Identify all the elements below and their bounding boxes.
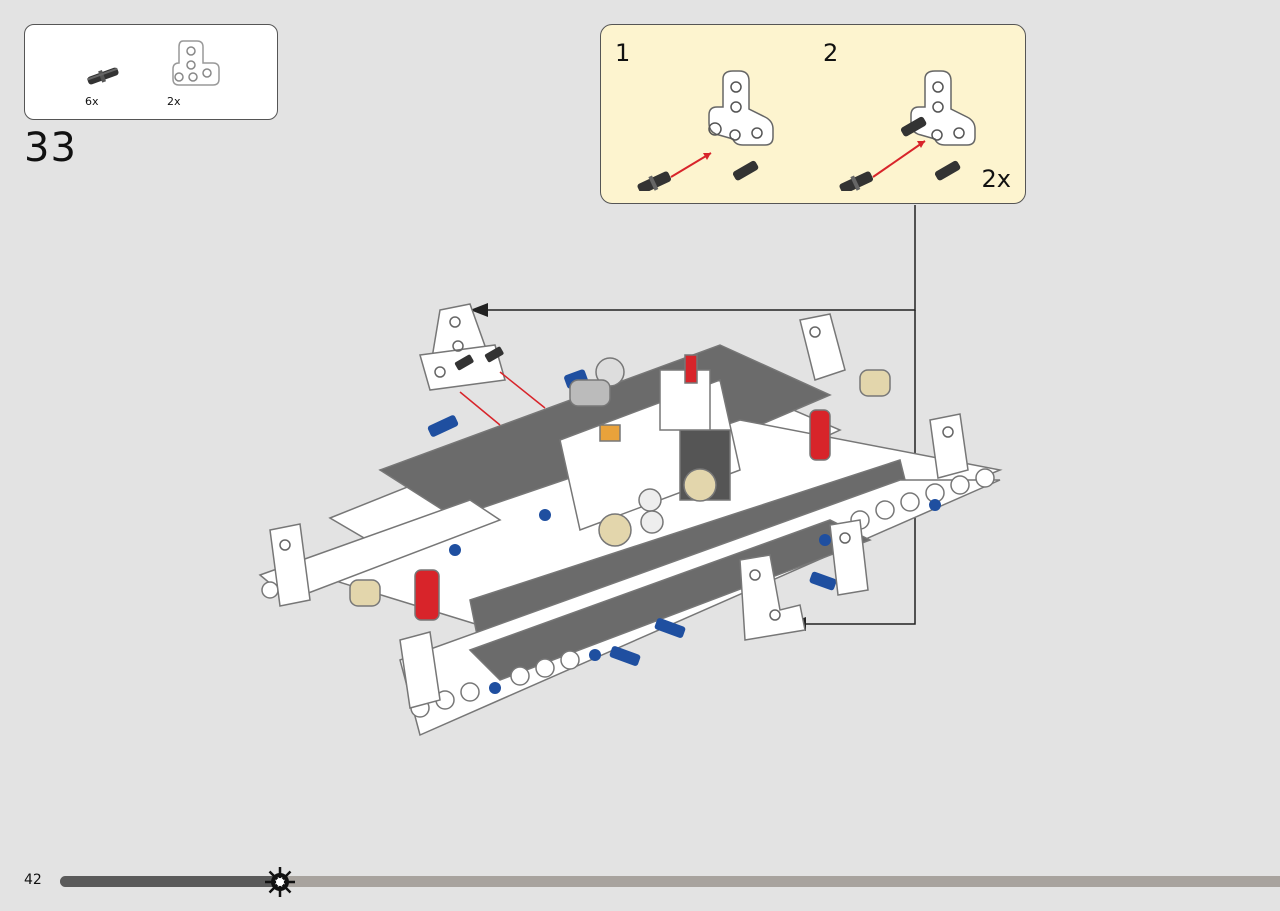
sub-step-1-illustration: [627, 61, 787, 191]
progress-gear-icon: [265, 867, 295, 897]
chassis-model-illustration: [258, 303, 1003, 737]
step-number: 33: [24, 125, 77, 171]
sub-step-number: 1: [615, 39, 631, 67]
t-beam-icon: [172, 40, 220, 86]
page-number: 42: [24, 872, 42, 888]
parts-list-box: 6x 2x: [24, 24, 278, 120]
axle-pin-icon: [86, 67, 119, 85]
sub-step-number: 2: [823, 39, 839, 67]
part-quantity: 2x: [167, 95, 181, 108]
part-quantity: 6x: [85, 95, 99, 108]
sub-assembly-callout: 1 2 2x: [600, 24, 1026, 204]
arrow-left-icon: [470, 303, 488, 317]
progress-fill: [60, 876, 280, 887]
sub-step-2-illustration: [839, 70, 976, 191]
sub-assembly-multiplier: 2x: [981, 165, 1011, 193]
axle-pin-part: 6x: [83, 65, 123, 108]
t-beam-part: 2x: [165, 37, 225, 108]
progress-track: [60, 876, 1280, 887]
